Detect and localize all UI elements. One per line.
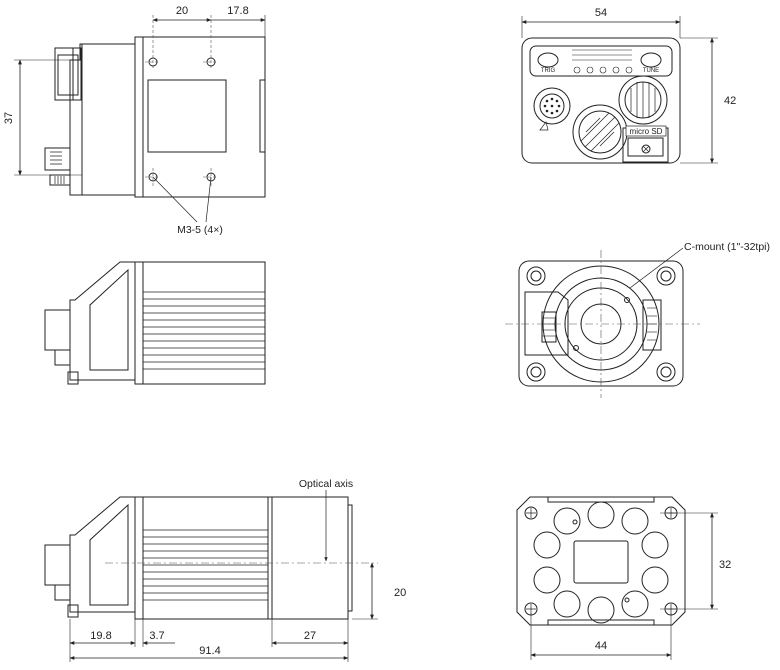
side-view — [44, 261, 266, 385]
dim-front-width: 54 — [595, 7, 607, 19]
lens-view — [505, 247, 700, 398]
tune-label: TUNE — [643, 68, 659, 74]
dim-bottom-step: 3.7 — [149, 630, 164, 642]
dim-top-height: 37 — [3, 112, 15, 124]
top-view-screw-holes — [148, 57, 216, 182]
top-view — [14, 15, 266, 223]
back-view-vents — [533, 501, 669, 624]
lens-view-corner-screws — [526, 266, 676, 382]
screw-note: M3-5 (4×) — [177, 224, 223, 236]
mount-note: C-mount (1"-32tpi) — [684, 241, 770, 253]
dim-front-height: 42 — [724, 95, 736, 107]
dim-total-length: 91.4 — [199, 645, 220, 657]
dim-bottom-axis-height: 20 — [394, 587, 406, 599]
trig-button-shape — [537, 52, 559, 68]
front-cap-right — [618, 75, 668, 125]
micro-sd-label-box — [625, 125, 667, 137]
front-connector — [533, 87, 571, 125]
dim-top-hole-x1: 20 — [176, 5, 188, 17]
back-view-corner-screws — [524, 506, 678, 616]
dim-bottom-right-offset: 27 — [304, 630, 316, 642]
back-view — [516, 496, 718, 660]
bottom-view — [44, 490, 378, 662]
dim-bottom-left-offset: 19.8 — [90, 630, 111, 642]
optical-axis-label: Optical axis — [299, 478, 353, 490]
bottom-view-fins — [143, 529, 268, 601]
back-view-center-panel — [573, 540, 629, 584]
dim-back-width: 44 — [595, 640, 607, 652]
front-view-body — [521, 37, 681, 164]
dim-back-height: 32 — [719, 559, 731, 571]
tune-button-shape — [640, 52, 662, 68]
lens-view-side-connector — [642, 299, 662, 351]
front-view — [521, 16, 718, 164]
dim-top-hole-x2: 17.8 — [227, 5, 248, 17]
side-view-fins — [143, 291, 265, 370]
side-view-body — [134, 261, 266, 385]
back-view-body — [516, 496, 686, 626]
trig-label: TRIG — [541, 68, 556, 74]
micro-sd-label: micro SD — [630, 127, 663, 136]
